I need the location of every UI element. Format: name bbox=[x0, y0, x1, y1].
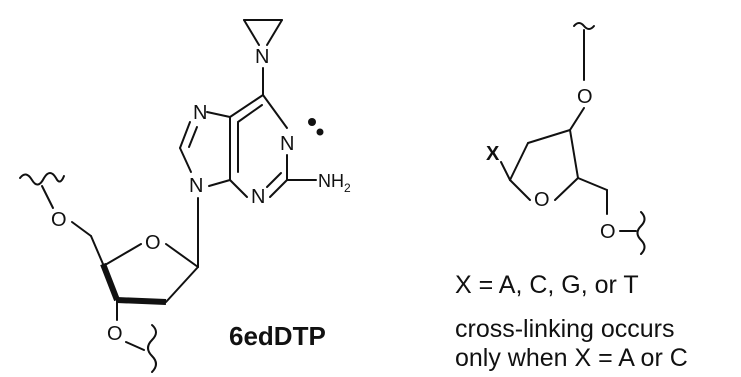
top-oxygen-label: O bbox=[577, 86, 593, 108]
bond-n9-c4 bbox=[208, 179, 231, 187]
bond-c1prime-o4prime bbox=[165, 243, 199, 268]
crosslink-note-line1: cross-linking occurs bbox=[455, 315, 675, 343]
bond-c4-c3 bbox=[569, 129, 579, 179]
bond-o4prime-c4prime bbox=[104, 243, 142, 266]
generic-sugar-structure: O O X O bbox=[486, 22, 646, 255]
purine-n7-label: N bbox=[193, 102, 207, 124]
sugar-5prime-oxygen: O bbox=[51, 209, 67, 231]
amine-nh2-label: NH2 bbox=[318, 171, 351, 195]
radical-dot-upper bbox=[308, 118, 316, 126]
aziridine-ring: N bbox=[243, 19, 283, 68]
bond-o3prime-phosphate bbox=[125, 341, 145, 351]
bond-x-c1 bbox=[500, 161, 511, 181]
sugar-ring bbox=[100, 243, 199, 305]
bond-c5prime-o5prime bbox=[71, 221, 92, 237]
bond-c4prime-c3prime-bold bbox=[100, 262, 120, 302]
generic-ring-oxygen: O bbox=[534, 189, 550, 211]
bond-c4prime-c5prime bbox=[90, 235, 104, 265]
sugar-3prime-oxygen: O bbox=[107, 323, 123, 345]
bond-c2prime-c1prime bbox=[165, 266, 199, 303]
bond-c2-c1 bbox=[509, 142, 529, 181]
aziridine-nitrogen: N bbox=[255, 46, 269, 68]
bond-c6-n1 bbox=[262, 94, 288, 129]
purine-n3-label: N bbox=[251, 186, 265, 208]
aziridine-bond-c-n-right bbox=[266, 19, 283, 46]
nucleotide-6eddtp-structure: N bbox=[19, 19, 351, 373]
wavy-bond-5prime bbox=[19, 172, 65, 186]
bond-c4-c5 bbox=[577, 177, 608, 191]
bond-c8-n9 bbox=[179, 147, 192, 173]
bond-c5-c6-double bbox=[237, 104, 263, 123]
compound-label: 6edDTP bbox=[229, 321, 326, 351]
bond-o5prime-phosphate bbox=[41, 185, 54, 209]
x-definition-text: X = A, C, G, or T bbox=[455, 271, 639, 299]
bond-n7-c8 bbox=[179, 121, 191, 149]
wavy-bond-3prime bbox=[147, 324, 157, 373]
wavy-bond-top bbox=[573, 22, 595, 30]
sugar-ring-oxygen: O bbox=[145, 232, 161, 254]
purine-n9-label: N bbox=[189, 175, 203, 197]
bond-n3-c4 bbox=[229, 179, 248, 198]
bottom-oxygen-label: O bbox=[600, 221, 616, 243]
bond-c2-n3 bbox=[269, 179, 288, 198]
bond-c3prime-c2prime-bold bbox=[116, 297, 167, 305]
bond-c5-n7 bbox=[206, 111, 231, 118]
bond-c2-n3-double bbox=[266, 172, 282, 188]
bond-c5-c6 bbox=[229, 94, 264, 118]
bond-c1-o bbox=[509, 179, 531, 201]
imidazole-ring bbox=[179, 111, 231, 187]
bond-o-c4 bbox=[554, 177, 579, 201]
substituent-x-label: X bbox=[486, 143, 500, 165]
pyrimidine-ring bbox=[229, 94, 288, 198]
crosslink-note-line2: only when X = A or C bbox=[455, 344, 688, 372]
bond-top-o-c3 bbox=[569, 107, 585, 131]
bond-n7-c8-double bbox=[188, 126, 198, 148]
purine-n1-label: N bbox=[280, 133, 294, 155]
aziridine-bond-c-n-left bbox=[243, 19, 260, 46]
wavy-bond-bottom bbox=[636, 211, 646, 255]
radical-dot-lower bbox=[316, 128, 324, 136]
bond-c3-c2 bbox=[527, 129, 571, 144]
generic-ring bbox=[509, 129, 579, 201]
radical-dots bbox=[308, 118, 324, 136]
